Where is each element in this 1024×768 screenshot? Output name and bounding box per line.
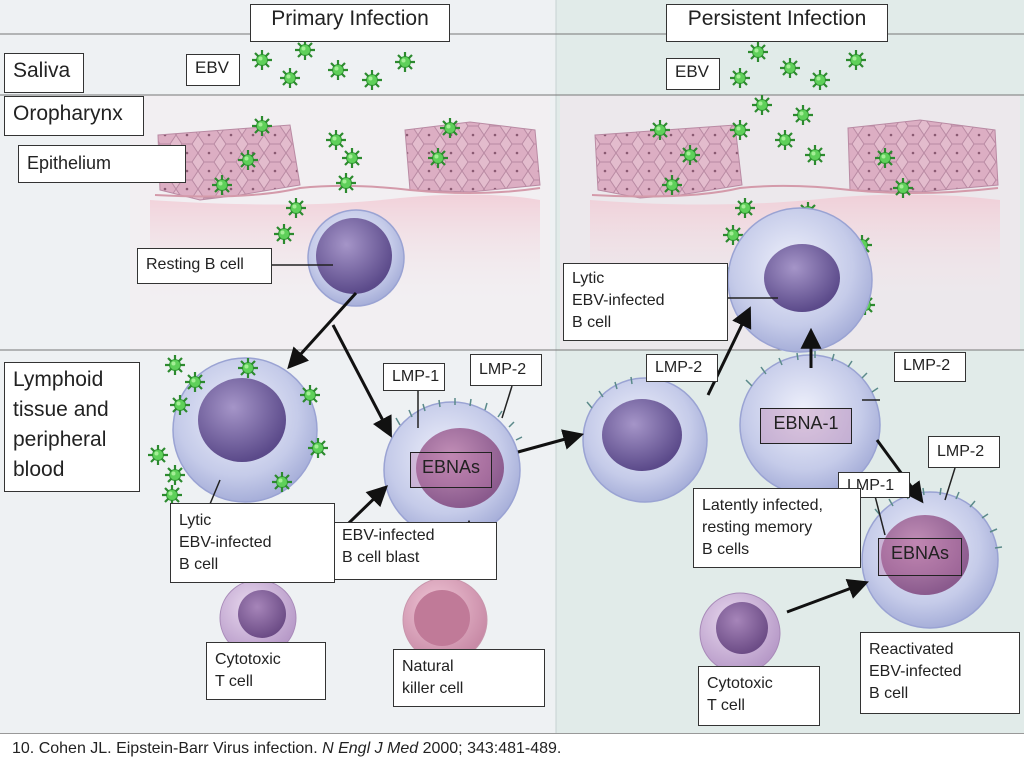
b-cell-blast <box>383 398 523 539</box>
cytotoxic-t-cell-right <box>699 592 781 674</box>
lytic-cell-left <box>172 357 318 503</box>
citation-prefix: 10. Cohen JL. Eipstein-Barr Virus infect… <box>12 740 323 757</box>
lmp2-label-right-lower: LMP-2 <box>928 436 1000 468</box>
citation-suffix: 2000; 343:481-489. <box>418 740 562 757</box>
lmp2-label-right: LMP-2 <box>894 352 966 382</box>
lmp2-label-left: LMP-2 <box>470 354 542 386</box>
persistent-infection-header: Persistent Infection <box>666 4 888 42</box>
ebnas-label-left: EBNAs <box>410 452 492 488</box>
lytic-b-cell-label-right: Lytic EBV-infected B cell <box>563 263 728 341</box>
lytic-cell-right <box>727 207 873 353</box>
citation-journal: N Engl J Med <box>322 740 419 757</box>
lmp2-label-mid: LMP-2 <box>646 354 718 382</box>
epithelium-label: Epithelium <box>18 145 186 183</box>
natural-killer-cell-label: Natural killer cell <box>393 649 545 707</box>
lmp1-label-left: LMP-1 <box>383 363 445 391</box>
region-oropharynx: Oropharynx <box>4 96 144 136</box>
cytotoxic-t-cell-left <box>219 579 297 657</box>
citation: 10. Cohen JL. Eipstein-Barr Virus infect… <box>0 733 1024 768</box>
ebv-label-left: EBV <box>186 54 240 86</box>
lmp2-b-cell <box>582 375 708 503</box>
ebv-label-right: EBV <box>666 58 720 90</box>
ebna1-label: EBNA-1 <box>760 408 852 444</box>
lytic-b-cell-label-left: Lytic EBV-infected B cell <box>170 503 335 583</box>
natural-killer-cell <box>402 577 488 663</box>
cytotoxic-t-cell-label-left: Cytotoxic T cell <box>206 642 326 700</box>
region-saliva: Saliva <box>4 53 84 93</box>
resting-b-cell-label: Resting B cell <box>137 248 272 284</box>
region-lymphoid: Lymphoid tissue and peripheral blood <box>4 362 140 492</box>
latent-memory-label: Latently infected, resting memory B cell… <box>693 488 861 568</box>
primary-infection-header: Primary Infection <box>250 4 450 42</box>
reactivated-b-cell-label: Reactivated EBV-infected B cell <box>860 632 1020 714</box>
b-cell-blast-label: EBV-infected B cell blast <box>333 522 497 580</box>
resting-b-cell <box>307 209 405 307</box>
ebnas-label-right: EBNAs <box>878 538 962 576</box>
cytotoxic-t-cell-label-right: Cytotoxic T cell <box>698 666 820 726</box>
